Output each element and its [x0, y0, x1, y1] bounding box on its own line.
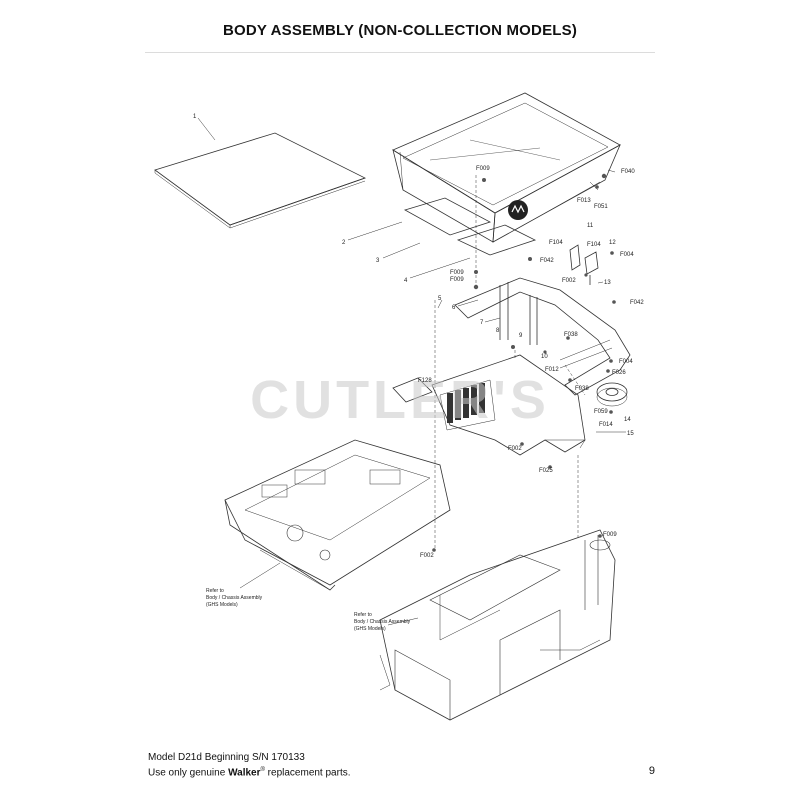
callout-9: 9 [519, 333, 523, 339]
svg-text:Body / Chassis Assembly: Body / Chassis Assembly [354, 619, 411, 625]
callout-f104-right: F104 [587, 242, 601, 248]
callout-14: 14 [624, 417, 631, 423]
callout-7: 7 [480, 320, 484, 326]
reference-note-right: Refer to Body / Chassis Assembly (GHS Mo… [354, 612, 419, 632]
footer-reg: ® [260, 767, 265, 773]
callout-f042-left: F042 [540, 258, 554, 264]
chassis-frame [379, 529, 616, 721]
hopper-frame [454, 277, 631, 396]
fasteners [432, 173, 616, 552]
grill-vents [447, 383, 485, 423]
pulley [596, 382, 628, 407]
svg-text:Body / Chassis Assembly: Body / Chassis Assembly [206, 595, 263, 601]
callout-f038-bottom: F038 [575, 386, 589, 392]
callout-f026: F026 [612, 370, 626, 376]
callout-f025: F025 [539, 468, 553, 474]
callout-5: 5 [438, 296, 442, 302]
callout-10: 10 [541, 354, 548, 360]
callout-f004-top: F004 [620, 252, 634, 258]
callout-f104-left: F104 [549, 240, 563, 246]
watermark: CUTLER'S [250, 370, 550, 430]
cover-sheet [154, 132, 367, 229]
footer-brand: Walker [228, 767, 261, 779]
callout-f002-mid: F002 [508, 446, 522, 452]
svg-text:Refer to: Refer to [206, 588, 224, 594]
latch-brackets [569, 244, 599, 285]
hopper-body [392, 92, 621, 243]
callout-f013: F013 [577, 198, 591, 204]
footer: Model D21d Beginning S/N 170133 Use only… [148, 752, 351, 779]
footer-notice-pre: Use only genuine [148, 767, 229, 779]
callout-f040: F040 [621, 169, 635, 175]
callout-12: 12 [609, 240, 616, 246]
callout-1: 1 [193, 114, 197, 120]
callout-15: 15 [627, 431, 634, 437]
callout-11: 11 [587, 223, 594, 229]
callout-f014: F014 [599, 422, 613, 428]
small-plate [392, 377, 433, 403]
callout-f128: F128 [418, 378, 432, 384]
callout-f002-bottom: F002 [420, 553, 434, 559]
footer-model: Model D21d Beginning S/N 170133 [148, 752, 305, 763]
title-divider [145, 52, 655, 53]
callout-2: 2 [342, 240, 346, 246]
leader-lines [197, 117, 626, 433]
callout-4: 4 [404, 278, 408, 284]
page-title: BODY ASSEMBLY (NON-COLLECTION MODELS) [222, 22, 578, 39]
callout-f038-top: F038 [564, 332, 578, 338]
callout-f009-mid1: F009 [450, 270, 464, 276]
svg-text:Refer to: Refer to [354, 612, 372, 618]
callout-8: 8 [496, 328, 500, 334]
callout-6: 6 [452, 305, 456, 311]
callout-f059: F059 [594, 409, 608, 415]
page-number: 9 [648, 765, 655, 777]
callout-3: 3 [376, 258, 380, 264]
assembly-guides [434, 175, 586, 550]
callout-f002-top: F002 [562, 278, 576, 284]
footer-notice-post: replacement parts. [264, 767, 351, 779]
callouts: 1 2 3 4 5 6 7 8 9 10 11 12 13 14 15 F009… [193, 114, 644, 559]
callout-f012: F012 [545, 367, 559, 373]
reference-note-left: Refer to Body / Chassis Assembly (GHS Mo… [206, 562, 281, 608]
callout-f009-mid2: F009 [450, 277, 464, 283]
footer-notice: Use only genuine Walker® replacement par… [148, 764, 351, 779]
walker-logo [508, 200, 528, 220]
callout-f004-mid: F004 [619, 359, 633, 365]
svg-text:(GHS Models): (GHS Models) [354, 626, 386, 632]
callout-f051: F051 [594, 204, 608, 210]
callout-13: 13 [604, 280, 611, 286]
svg-text:(GHS Models): (GHS Models) [206, 602, 238, 608]
support-plates [403, 197, 537, 256]
callout-f009-top: F009 [476, 166, 490, 172]
engine-body [224, 439, 451, 591]
callout-f009-bottom: F009 [603, 532, 617, 538]
callout-f042-right: F042 [630, 300, 644, 306]
